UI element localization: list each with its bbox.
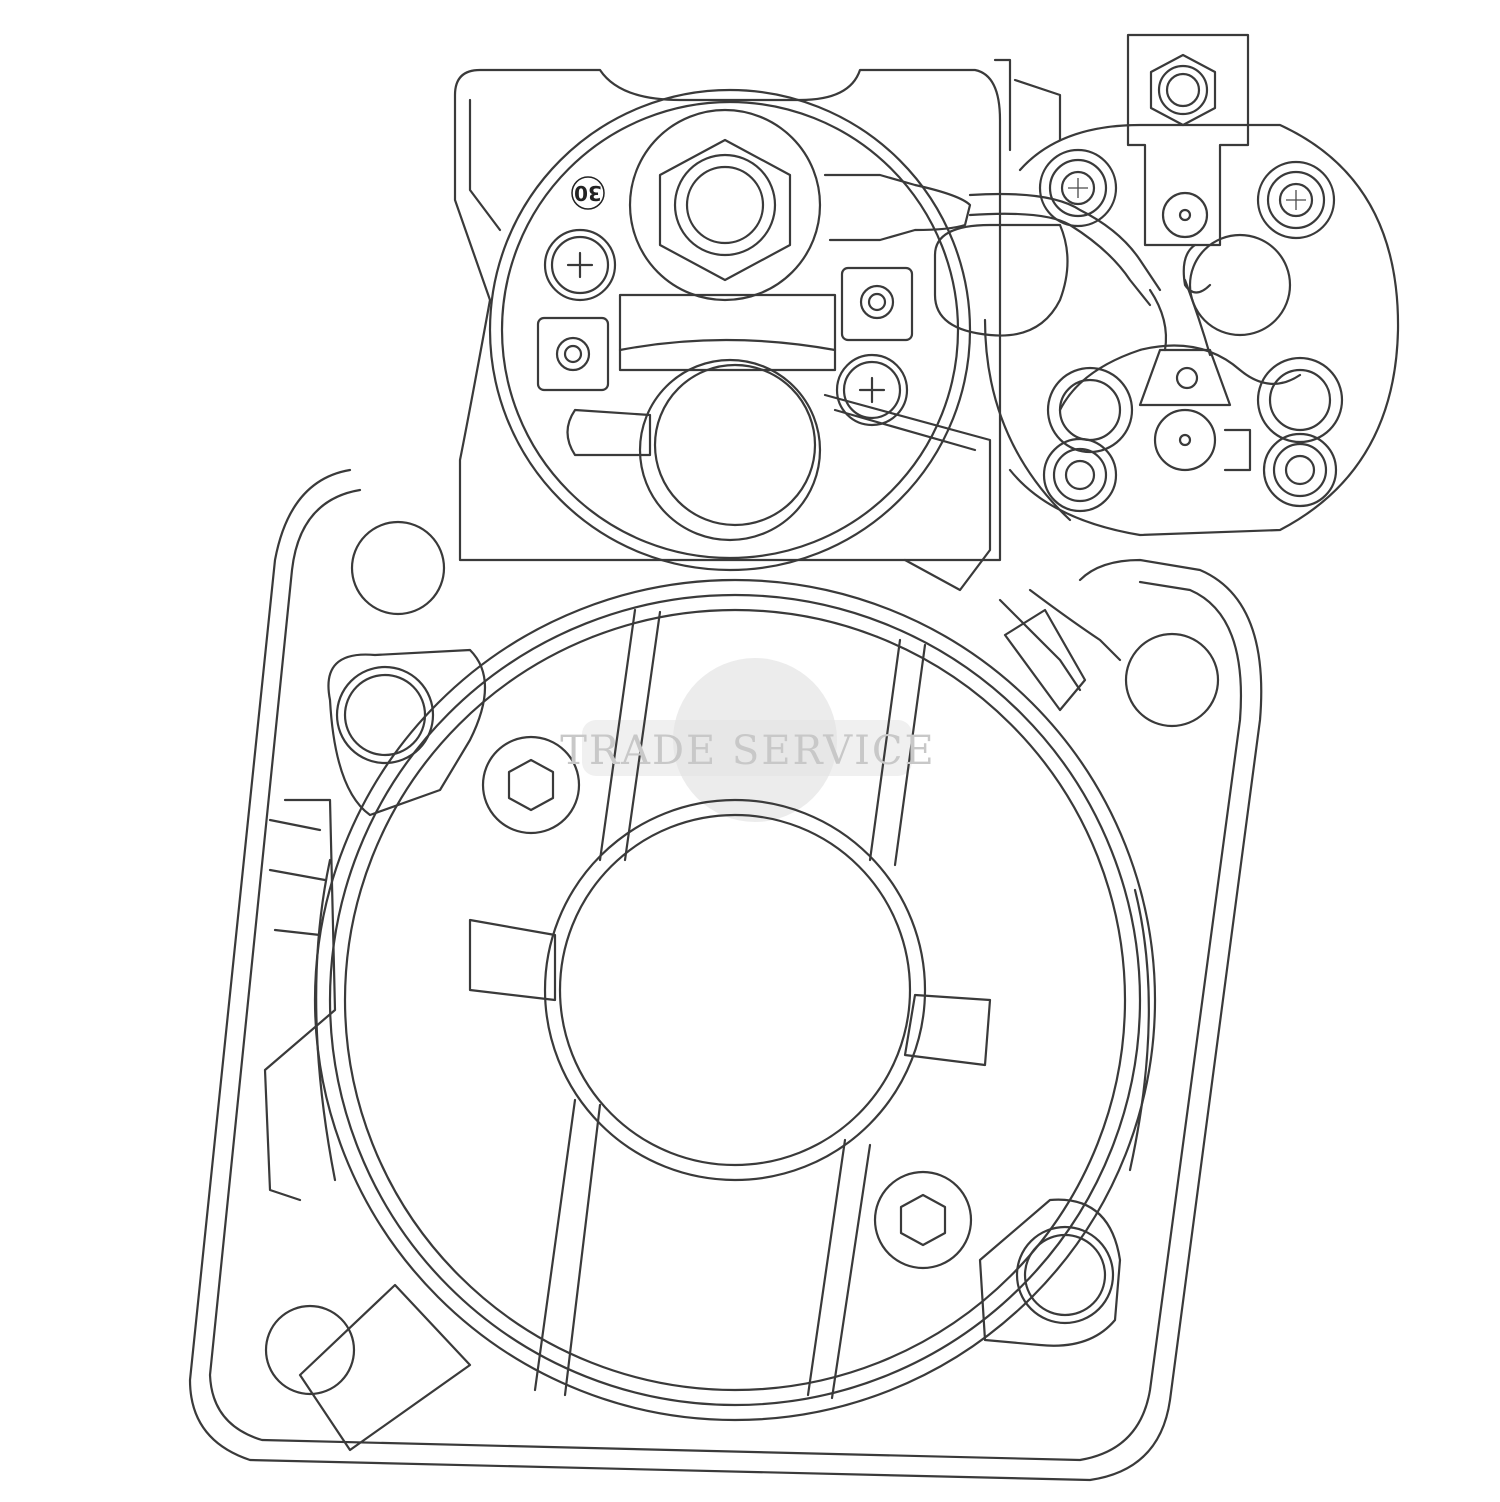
cable-to-housing: [998, 588, 1122, 712]
brush-plate-screw-bottom-right: [1262, 432, 1338, 508]
solenoid-slot-block: [618, 293, 837, 372]
watermark: [582, 658, 912, 822]
small-terminal-post-left: [536, 316, 610, 392]
brush-plate-center: [1138, 233, 1292, 472]
brush-plate-screw-top-right: [1256, 160, 1336, 240]
mounting-flange: [188, 468, 1263, 1482]
mounting-hole-bottom-left: [264, 1304, 356, 1396]
hex-bolt-upper: [481, 735, 581, 835]
terminal-stamp-ring: [571, 176, 605, 210]
central-boss-inner: [558, 813, 912, 1167]
hex-bolt-lower: [873, 1170, 973, 1270]
bottom-tab: [298, 1283, 472, 1452]
watermark-band: [582, 720, 912, 776]
mounting-hole-top-right: [1124, 632, 1220, 728]
through-bolt-left: [327, 648, 486, 817]
phillips-screw-cap-lower: [835, 353, 909, 427]
motor-housing: [313, 578, 1157, 1422]
top-bracket-nut: [1126, 33, 1250, 247]
through-bolt-right: [978, 1198, 1122, 1347]
watermark-text: TRADE SERVICE: [560, 728, 935, 774]
lower-solenoid-terminal: [566, 358, 992, 592]
left-side-bracket: [263, 798, 337, 1202]
field-cable: [823, 173, 1162, 337]
phillips-screw-cap-left: [543, 228, 617, 302]
brush-holder-plate: [983, 123, 1400, 537]
central-boss: [468, 798, 992, 1182]
brush-plate-screw-top-left: [1038, 148, 1118, 228]
mounting-hole-top-left: [350, 520, 446, 616]
solenoid-housing: [453, 58, 1062, 562]
brush-leads: [1046, 278, 1344, 454]
small-terminal-post-right: [840, 266, 914, 342]
housing-ribs: [533, 608, 927, 1400]
terminal-stamp: 30: [571, 176, 605, 210]
solenoid-cap: [488, 88, 972, 572]
central-boss-outer: [543, 798, 927, 1182]
main-terminal-stud: [628, 108, 822, 302]
terminal-stamp-label: 30: [574, 181, 602, 205]
